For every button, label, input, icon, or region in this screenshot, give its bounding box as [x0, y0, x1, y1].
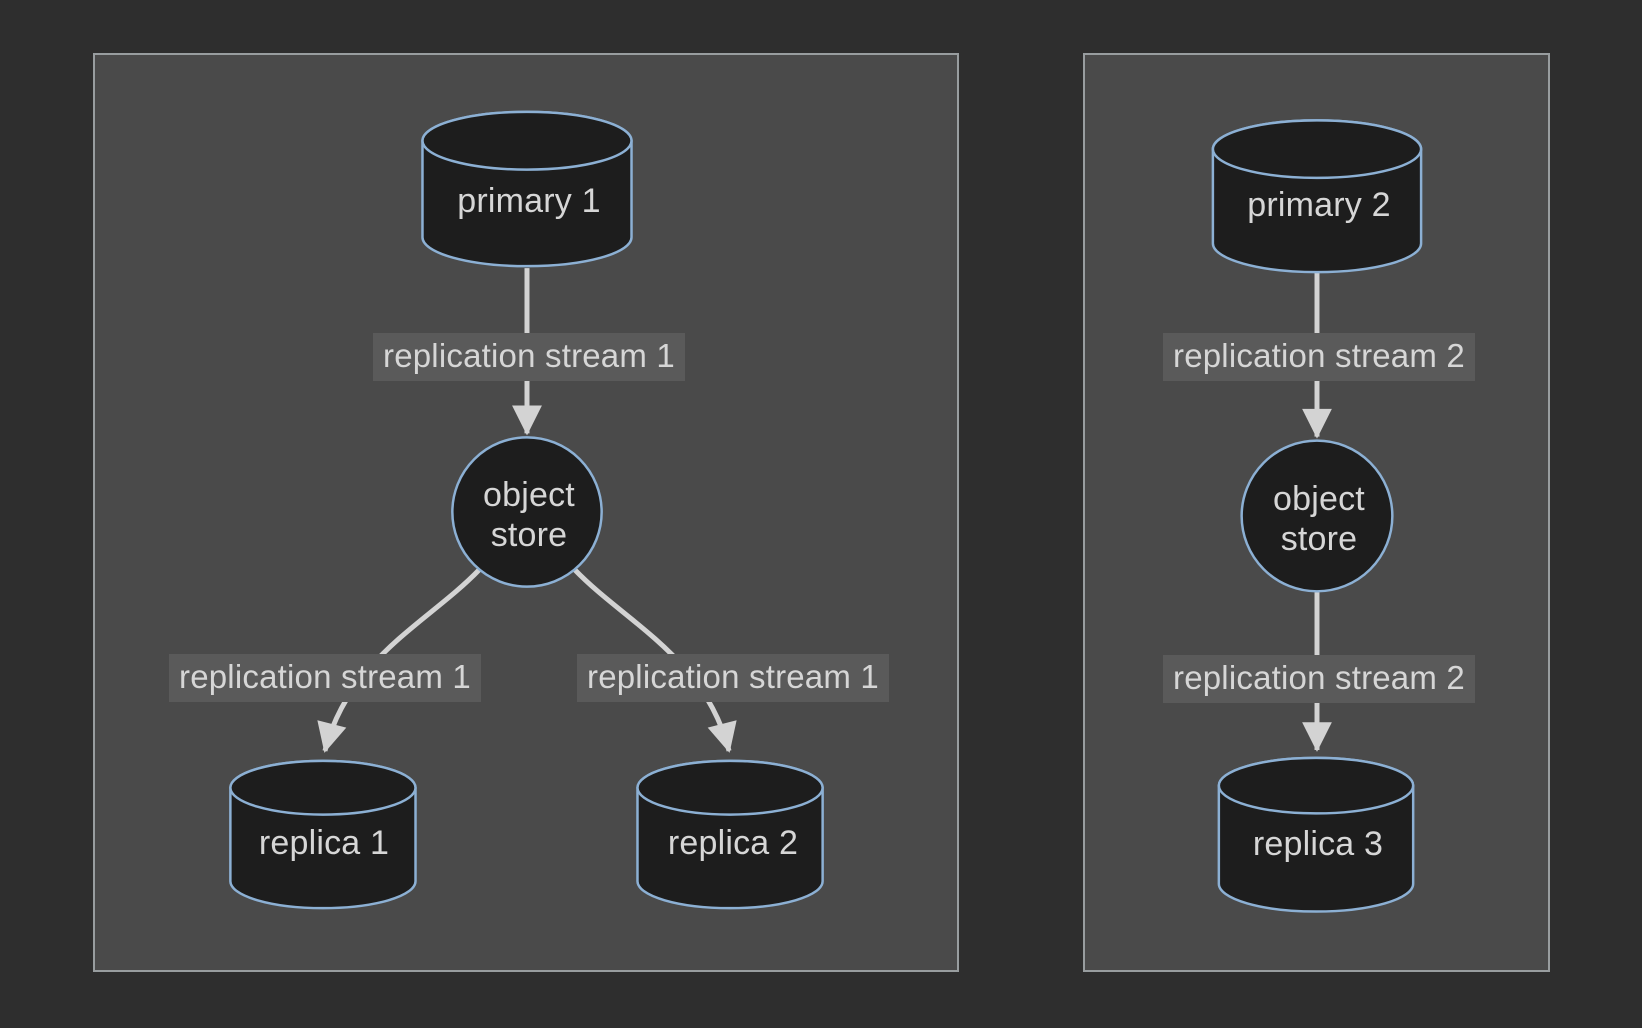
objectstore1-circle-icon [451, 436, 603, 588]
edge-label-replication-stream-1-top: replication stream 1 [373, 333, 685, 381]
replica2-node-label: replica 2 [667, 823, 799, 862]
objectstore2-node-label: object store [1273, 479, 1365, 558]
edge-objectstore-to-replica2 [572, 568, 737, 753]
objectstore1-node-label: object store [483, 475, 575, 554]
objectstore2-circle-icon [1240, 439, 1394, 593]
replica1-node-label: replica 1 [258, 823, 390, 862]
primary2-cylinder-icon [1211, 119, 1423, 274]
replica3-node-label: replica 3 [1252, 824, 1384, 863]
cluster-1-panel: primary 1 replication stream 1 object st… [93, 53, 959, 972]
primary1-node-label: primary 1 [457, 181, 601, 220]
replica1-cylinder-icon [229, 759, 417, 910]
primary1-cylinder-icon [421, 110, 633, 268]
cluster-2-graph [1211, 119, 1423, 913]
edge-objectstore-to-replica1 [317, 568, 482, 753]
edge-label-replication-stream-1-right: replication stream 1 [577, 654, 889, 702]
primary2-node-label: primary 2 [1247, 185, 1391, 224]
replica3-cylinder-icon [1217, 756, 1415, 913]
cluster-1-graph [229, 110, 824, 910]
edge-label-replication-stream-1-left: replication stream 1 [169, 654, 481, 702]
replica2-cylinder-icon [636, 759, 824, 910]
edge-label-replication-stream-2-bottom: replication stream 2 [1163, 655, 1475, 703]
cluster-2-panel: primary 2 replication stream 2 object st… [1083, 53, 1550, 972]
edge-label-replication-stream-2-top: replication stream 2 [1163, 333, 1475, 381]
